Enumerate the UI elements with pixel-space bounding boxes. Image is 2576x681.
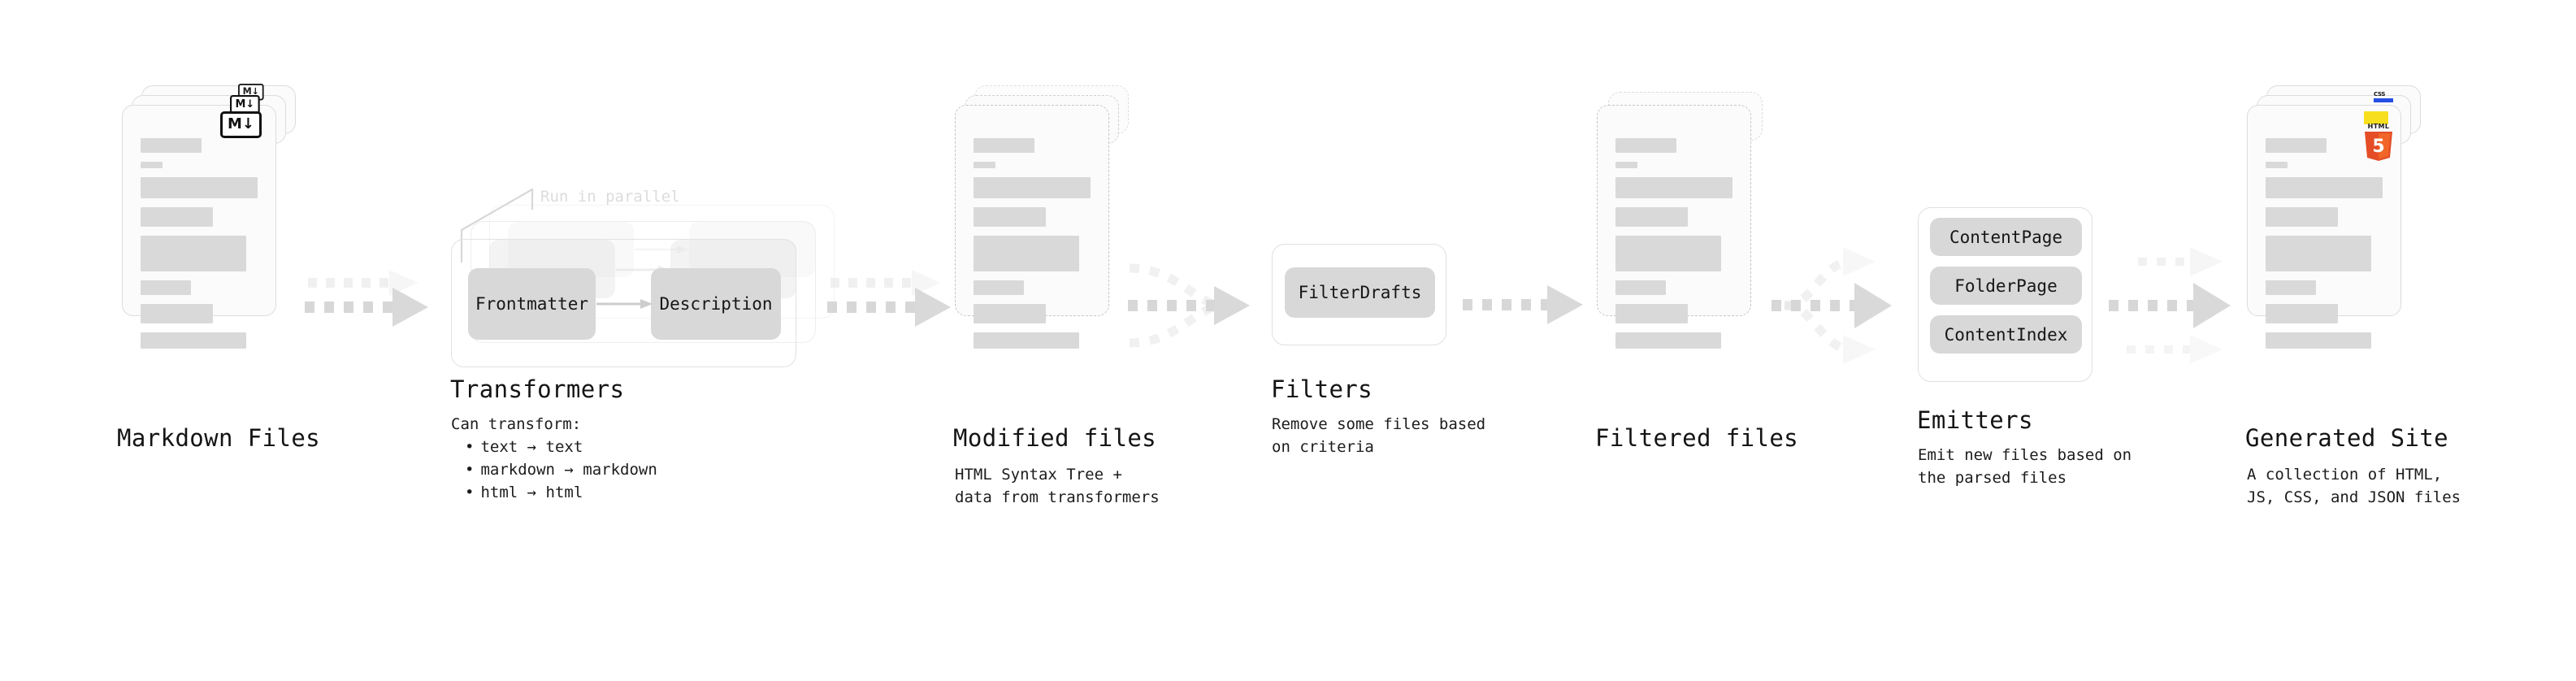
css-icon-label: CSS (2374, 91, 2386, 98)
modified-files-desc-line-1: data from transformers (955, 488, 1160, 507)
modified-doc-lines (974, 138, 1091, 358)
modified-files-desc-line-0: HTML Syntax Tree + (955, 466, 1122, 484)
generated-doc-lines (2266, 138, 2383, 358)
emitters-description: Emit new files based on the parsed files (1918, 444, 2131, 489)
stage-modified-files: Modified files HTML Syntax Tree + data f… (953, 0, 1160, 681)
transformers-sub-heading: Can transform: (451, 415, 582, 433)
stage-generated-site: CSS HTML 5 Generated Site A collection o… (2245, 0, 2461, 681)
arrow-emitters-to-site (2109, 228, 2263, 385)
emitters-desc-line-0: Emit new files based on (1918, 446, 2132, 464)
filter-node-filterdrafts[interactable]: FilterDrafts (1285, 267, 1435, 318)
transformers-bullet-1: markdown → markdown (465, 458, 657, 481)
transformers-bullet-2: html → html (465, 481, 657, 504)
svg-text:HTML: HTML (2368, 123, 2390, 130)
generated-site-desc-line-0: A collection of HTML, (2247, 466, 2443, 484)
transformer-node-ghost-a2 (508, 222, 634, 277)
svg-text:5: 5 (2372, 137, 2384, 157)
filtered-doc-stack (1597, 85, 1792, 349)
modified-files-description: HTML Syntax Tree + data from transformer… (955, 463, 1160, 509)
html5-icon: HTML 5 (2361, 120, 2396, 161)
arrow-markdown-to-transformers (305, 268, 435, 345)
arrow-filtered-to-emitters (1772, 228, 1926, 385)
markdown-doc-front (122, 105, 276, 349)
transformer-node-frontmatter[interactable]: Frontmatter (468, 268, 596, 340)
transformers-description: Can transform: text → text markdown → ma… (451, 413, 657, 504)
modified-doc-stack (955, 85, 1150, 349)
emitter-node-contentpage-label: ContentPage (1949, 227, 2063, 247)
transformer-panel-front: Frontmatter Description (451, 239, 796, 367)
transformer-node-frontmatter-label: Frontmatter (475, 294, 589, 314)
js-icon (2364, 111, 2388, 124)
markdown-doc-stack: M↓ M↓ M↓ (122, 84, 317, 349)
emitter-node-contentindex-label: ContentIndex (1944, 324, 2068, 345)
transformers-bullet-0: text → text (465, 436, 657, 458)
js-icon-square (2364, 111, 2388, 124)
filtered-doc-front (1597, 105, 1751, 349)
caption-generated-site: Generated Site (2245, 424, 2449, 452)
filters-desc-line-0: Remove some files based (1272, 415, 1486, 433)
transformer-panel-back-2 (489, 205, 835, 319)
filters-panel-box: FilterDrafts (1272, 244, 1446, 345)
emitter-node-contentpage[interactable]: ContentPage (1930, 218, 2082, 256)
css-icon-bar: CSS (2374, 91, 2393, 102)
transformer-node-description[interactable]: Description (651, 268, 781, 340)
generated-doc-stack: CSS HTML 5 (2247, 85, 2450, 349)
stage-filtered-files: Filtered files (1595, 0, 1798, 681)
emitter-node-contentindex[interactable]: ContentIndex (1930, 315, 2082, 354)
emitter-node-folderpage-label: FolderPage (1954, 275, 2058, 296)
stage-markdown-files: M↓ M↓ M↓ Markdown Files (117, 0, 320, 681)
caption-emitters: Emitters (1917, 406, 2033, 434)
caption-transformers: Transformers (450, 375, 625, 403)
run-in-parallel-label: Run in parallel (540, 188, 680, 206)
filtered-doc-lines (1615, 138, 1733, 358)
markdown-icon: M↓ (220, 111, 262, 138)
markdown-doc-lines (141, 138, 258, 358)
css-icon: CSS (2374, 91, 2393, 102)
emitters-panel: ContentPage FolderPage ContentIndex (1918, 207, 2092, 382)
emitters-desc-line-1: the parsed files (1918, 469, 2067, 488)
modified-doc-front (955, 105, 1109, 349)
filters-desc-line-1: on criteria (1272, 438, 1374, 457)
filters-description: Remove some files based on criteria (1272, 413, 1485, 458)
caption-filters: Filters (1271, 375, 1373, 403)
filter-node-filterdrafts-label: FilterDrafts (1298, 283, 1422, 302)
generated-site-desc-line-1: JS, CSS, and JSON files (2247, 488, 2461, 507)
arrow-filters-to-filtered (1463, 280, 1593, 332)
filters-panel: FilterDrafts (1272, 244, 1446, 345)
caption-modified-files: Modified files (953, 424, 1157, 452)
caption-filtered-files: Filtered files (1595, 424, 1799, 452)
transformer-panel-stack: Frontmatter Description (451, 205, 841, 367)
emitter-node-folderpage[interactable]: FolderPage (1930, 267, 2082, 305)
emitters-panel-box: ContentPage FolderPage ContentIndex (1918, 207, 2092, 382)
markdown-icon-back-1: M↓ (230, 95, 260, 115)
arrow-transformers-to-modified (827, 268, 957, 345)
caption-markdown-files: Markdown Files (117, 424, 321, 452)
transformer-node-description-label: Description (659, 294, 773, 314)
arrow-modified-to-filters (1128, 258, 1274, 359)
generated-site-description: A collection of HTML, JS, CSS, and JSON … (2247, 463, 2461, 509)
